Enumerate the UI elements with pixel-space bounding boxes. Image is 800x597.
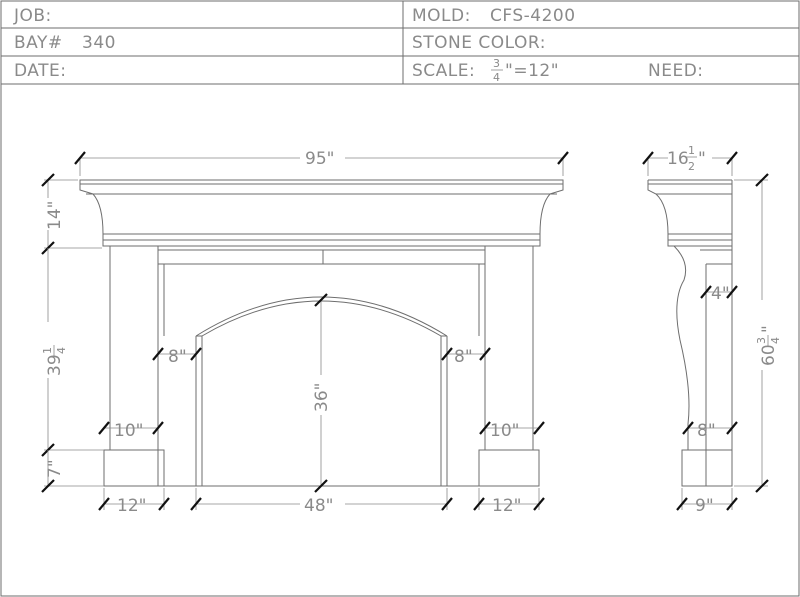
dim-side-top-inset: 4" xyxy=(700,284,738,304)
side-plinth xyxy=(681,449,733,487)
stone-color-label: STONE COLOR: xyxy=(412,33,546,53)
front-left-plinth xyxy=(103,449,165,487)
front-frieze-panel-left xyxy=(157,249,324,265)
front-shelf-outline xyxy=(79,179,564,247)
dim-side-height-whole: 60 xyxy=(759,344,779,366)
dim-side-depth-unit: " xyxy=(698,149,706,169)
dim-jamb-right-label: 8" xyxy=(454,347,473,367)
job-label: JOB: xyxy=(13,6,52,26)
dim-overall-width: 95" xyxy=(74,149,569,176)
dim-leg-height-num: 1 xyxy=(41,347,54,354)
dim-shelf-height-label: 14" xyxy=(45,201,65,230)
dim-shelf-height: 14" xyxy=(41,173,102,255)
dim-overall-width-label: 95" xyxy=(305,149,334,169)
scale-numerator: 3 xyxy=(493,57,500,70)
dim-side-height-num: 3 xyxy=(755,337,768,344)
dim-base-row: 12" 48" 12" xyxy=(98,488,545,516)
dim-plinth-height-label: 7" xyxy=(45,459,65,478)
dim-side-base-depth: 9" xyxy=(676,488,738,516)
dim-side-height-unit: " xyxy=(759,325,779,333)
dim-opening-height: 36" xyxy=(312,293,332,493)
scale-denominator: 4 xyxy=(493,71,500,84)
dim-jamb-left: 8" xyxy=(152,347,202,367)
dim-side-depth-den: 2 xyxy=(688,160,695,173)
dim-base-right-label: 12" xyxy=(492,496,521,516)
dim-base-left-label: 12" xyxy=(117,496,146,516)
dim-side-leg-depth-label: 8" xyxy=(697,421,716,441)
scale-rest: "=12" xyxy=(505,61,559,81)
dim-jamb-right: 8" xyxy=(441,347,491,367)
bay-label: BAY# xyxy=(14,33,63,53)
dim-side-height-den: 4 xyxy=(769,337,782,344)
dim-pilaster-left: 10" xyxy=(98,421,164,441)
side-elevation: 16 1 2 " 60 3 4 " 4 xyxy=(642,144,782,516)
dim-side-depth: 16 1 2 " xyxy=(642,144,738,176)
dim-side-height: 60 3 4 " xyxy=(734,173,782,493)
front-right-plinth xyxy=(478,449,540,487)
need-label: NEED: xyxy=(648,61,704,81)
dim-pilaster-right: 10" xyxy=(479,421,545,441)
dim-plinth-height: 7" xyxy=(41,450,104,493)
dim-leg-height: 39 1 4 xyxy=(41,248,104,457)
mold-label: MOLD: xyxy=(412,6,471,26)
side-shelf-profile xyxy=(647,179,732,247)
dim-side-depth-num: 1 xyxy=(688,144,695,157)
dim-pilaster-right-label: 10" xyxy=(490,421,519,441)
scale-label: SCALE: xyxy=(412,61,475,81)
scale-fraction: 3 4 xyxy=(491,57,503,84)
dim-leg-height-whole: 39 xyxy=(45,354,65,376)
dim-pilaster-left-label: 10" xyxy=(114,421,143,441)
front-frieze-panel-right xyxy=(322,249,486,265)
dim-opening-width-label: 48" xyxy=(304,496,333,516)
dim-leg-height-den: 4 xyxy=(55,347,68,354)
mold-value: CFS-4200 xyxy=(490,6,576,26)
dim-opening-height-label: 36" xyxy=(312,383,332,412)
dim-side-top-inset-label: 4" xyxy=(711,284,730,304)
dim-side-leg-depth: 8" xyxy=(682,421,738,441)
front-left-leg xyxy=(103,246,197,487)
bay-value: 340 xyxy=(82,33,116,53)
front-elevation: 95" 14" 39 1 4 xyxy=(41,149,569,516)
dim-jamb-left-label: 8" xyxy=(168,347,187,367)
side-corbel-curve xyxy=(673,245,690,450)
date-label: DATE: xyxy=(14,61,66,81)
dim-side-base-depth-label: 9" xyxy=(695,496,714,516)
dim-side-depth-whole: 16 xyxy=(667,149,689,169)
front-opening xyxy=(104,263,539,487)
